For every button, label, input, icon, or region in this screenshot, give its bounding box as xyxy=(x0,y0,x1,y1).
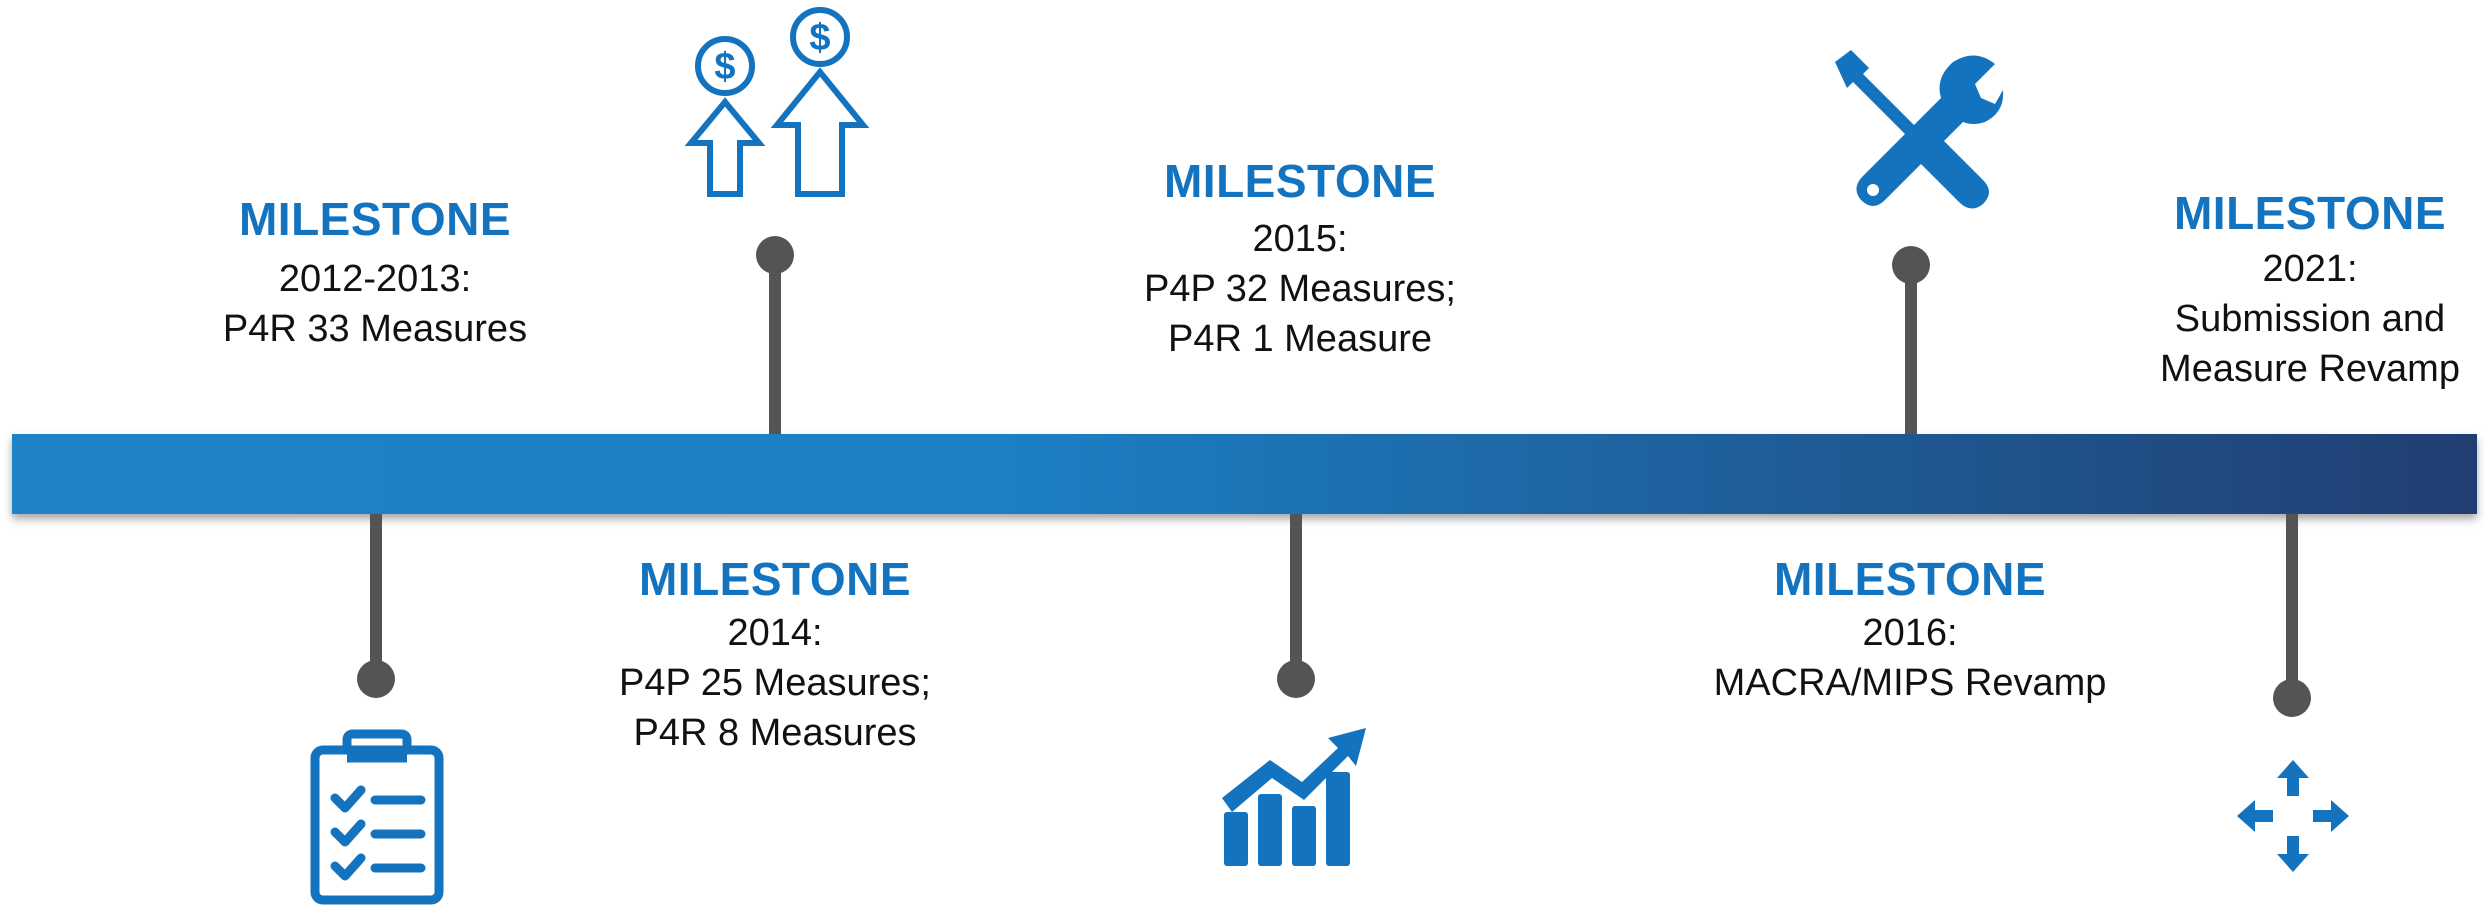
milestone-detail: P4R 8 Measures xyxy=(633,712,917,754)
milestone-detail: P4R 1 Measure xyxy=(1167,318,1432,360)
milestone-year: 2012-2013: xyxy=(278,258,472,300)
milestone-year: 2014: xyxy=(727,612,823,654)
milestone-2012-2013: MILESTONE 2012-2013: P4R 33 Measures xyxy=(170,192,580,354)
milestone-year: 2016: xyxy=(1862,612,1958,654)
milestone-heading: MILESTONE xyxy=(1773,553,2046,605)
clipboard-checklist-icon xyxy=(310,729,444,905)
milestone-heading: MILESTONE xyxy=(1163,155,1436,207)
stem-tools xyxy=(1905,264,1917,434)
milestone-detail: Measure Revamp xyxy=(2160,348,2460,390)
milestone-2021: MILESTONE 2021: Submission and Measure R… xyxy=(2120,186,2489,394)
milestone-2015: MILESTONE 2015: P4P 32 Measures; P4R 1 M… xyxy=(1080,154,1520,364)
dot-arrows xyxy=(2273,679,2311,717)
milestone-year: 2015: xyxy=(1252,218,1348,260)
svg-text:$: $ xyxy=(714,46,735,88)
stem-growth xyxy=(1290,514,1302,679)
tools-icon xyxy=(1835,50,2004,209)
dot-clipboard xyxy=(357,660,395,698)
four-way-arrows-icon xyxy=(2237,760,2349,872)
milestone-heading: MILESTONE xyxy=(638,553,911,605)
growth-chart-icon xyxy=(1222,728,1366,866)
milestone-heading: MILESTONE xyxy=(2173,187,2446,239)
milestone-2014: MILESTONE 2014: P4P 25 Measures; P4R 8 M… xyxy=(555,552,995,758)
milestone-detail: P4P 25 Measures; xyxy=(619,662,931,704)
dot-dollar xyxy=(756,236,794,274)
stem-clipboard xyxy=(370,514,382,679)
dot-growth xyxy=(1277,660,1315,698)
stem-dollar xyxy=(769,254,781,434)
svg-text:$: $ xyxy=(809,17,830,59)
milestone-2016: MILESTONE 2016: MACRA/MIPS Revamp xyxy=(1660,552,2160,708)
milestone-year: 2021: xyxy=(2262,248,2358,290)
milestone-detail: MACRA/MIPS Revamp xyxy=(1713,662,2107,704)
milestone-heading: MILESTONE xyxy=(238,193,511,245)
timeline-bar xyxy=(12,434,2477,514)
milestone-detail: P4P 32 Measures; xyxy=(1144,268,1456,310)
dot-tools xyxy=(1892,246,1930,284)
milestone-detail: Submission and xyxy=(2174,298,2446,340)
stem-arrows xyxy=(2286,514,2298,696)
milestone-detail: P4R 33 Measures xyxy=(222,308,528,350)
dollar-up-arrows-icon: $ $ xyxy=(684,7,870,197)
